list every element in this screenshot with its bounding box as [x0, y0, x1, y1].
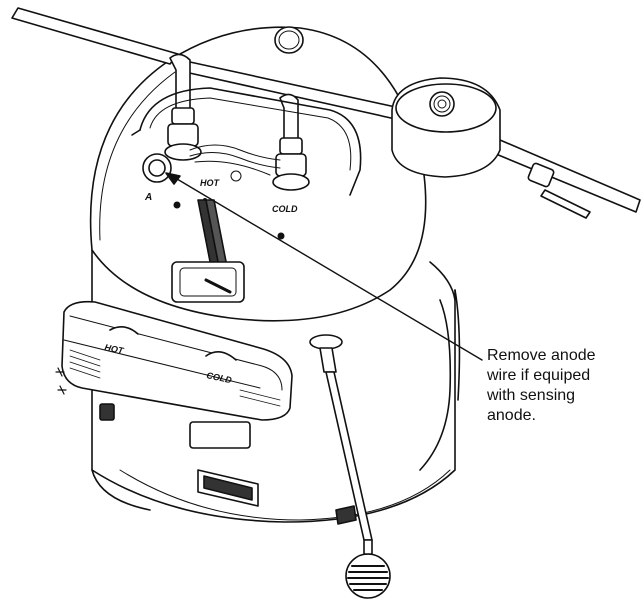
mounting-holes: [173, 198, 285, 240]
anode-letter-label: A: [144, 192, 152, 203]
callout-text: Remove anode wire if equiped with sensin…: [487, 346, 637, 426]
junction-box: [171, 261, 245, 303]
tank-base: [119, 469, 451, 521]
callout-leader: [165, 172, 483, 361]
cold-pipe-fitting: [272, 93, 310, 191]
drain-valve: [99, 403, 115, 421]
anode-rod: [309, 334, 373, 541]
hot-port-label: HOT: [200, 178, 221, 188]
supply-pipe: [11, 7, 641, 213]
callout-line-3: with sensing: [487, 387, 576, 404]
cold-port-label: COLD: [272, 204, 298, 214]
wiring-bundle: [189, 144, 281, 182]
callout-line-4: anode.: [487, 407, 536, 424]
callout-line-1: Remove anode: [487, 347, 596, 364]
lower-access-panel: [189, 421, 259, 507]
top-bracket: [131, 87, 362, 196]
drain-filter: [345, 539, 391, 599]
cover-screws: [55, 367, 67, 395]
shutoff-valve: [527, 162, 591, 219]
cover-hot-label: HOT: [104, 342, 126, 356]
tank-top: [89, 26, 427, 322]
expansion-tank: [391, 77, 501, 178]
element-cover: [61, 300, 293, 421]
arrow-head-icon: [165, 172, 181, 185]
anode-fitting: [142, 153, 172, 183]
tank-body: [91, 249, 461, 523]
callout-line-2: wire if equiped: [487, 367, 591, 384]
hot-pipe-fitting: [164, 53, 202, 161]
